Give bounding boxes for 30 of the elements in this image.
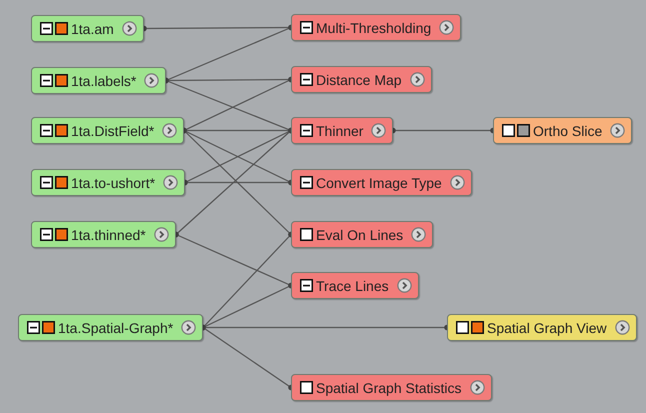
module-name: Spatial Graph View [487, 320, 607, 336]
module-name: 1ta.labels* [71, 72, 136, 88]
module-box [493, 117, 632, 144]
module-box [31, 67, 166, 94]
module-name: Ortho Slice [533, 122, 602, 138]
module-name: Eval On Lines [316, 226, 404, 242]
module-name: Trace Lines [316, 278, 389, 294]
module-name: Convert Image Type [316, 174, 442, 190]
module-box [291, 66, 432, 93]
module-box [291, 14, 462, 41]
module-name: Spatial Graph Statistics [316, 380, 462, 396]
module-name: Multi-Thresholding [316, 20, 432, 36]
module-box [291, 169, 472, 196]
module-name: 1ta.to-ushort* [71, 174, 156, 190]
module-name: Distance Map [316, 72, 402, 88]
module-box [291, 272, 419, 299]
module-name: 1ta.am [71, 20, 114, 36]
module-box [31, 169, 186, 196]
module-name: 1ta.thinned* [71, 226, 146, 242]
module-box [447, 314, 637, 341]
module-box [18, 314, 204, 341]
module-box [291, 221, 434, 248]
module-box [31, 117, 184, 144]
module-name: Thinner [316, 122, 364, 138]
module-box [31, 15, 144, 42]
module-name: 1ta.Spatial-Graph* [58, 320, 174, 336]
module-box [291, 374, 492, 401]
module-box [31, 221, 176, 248]
module-name: 1ta.DistField* [71, 122, 154, 138]
module-box [291, 117, 394, 144]
